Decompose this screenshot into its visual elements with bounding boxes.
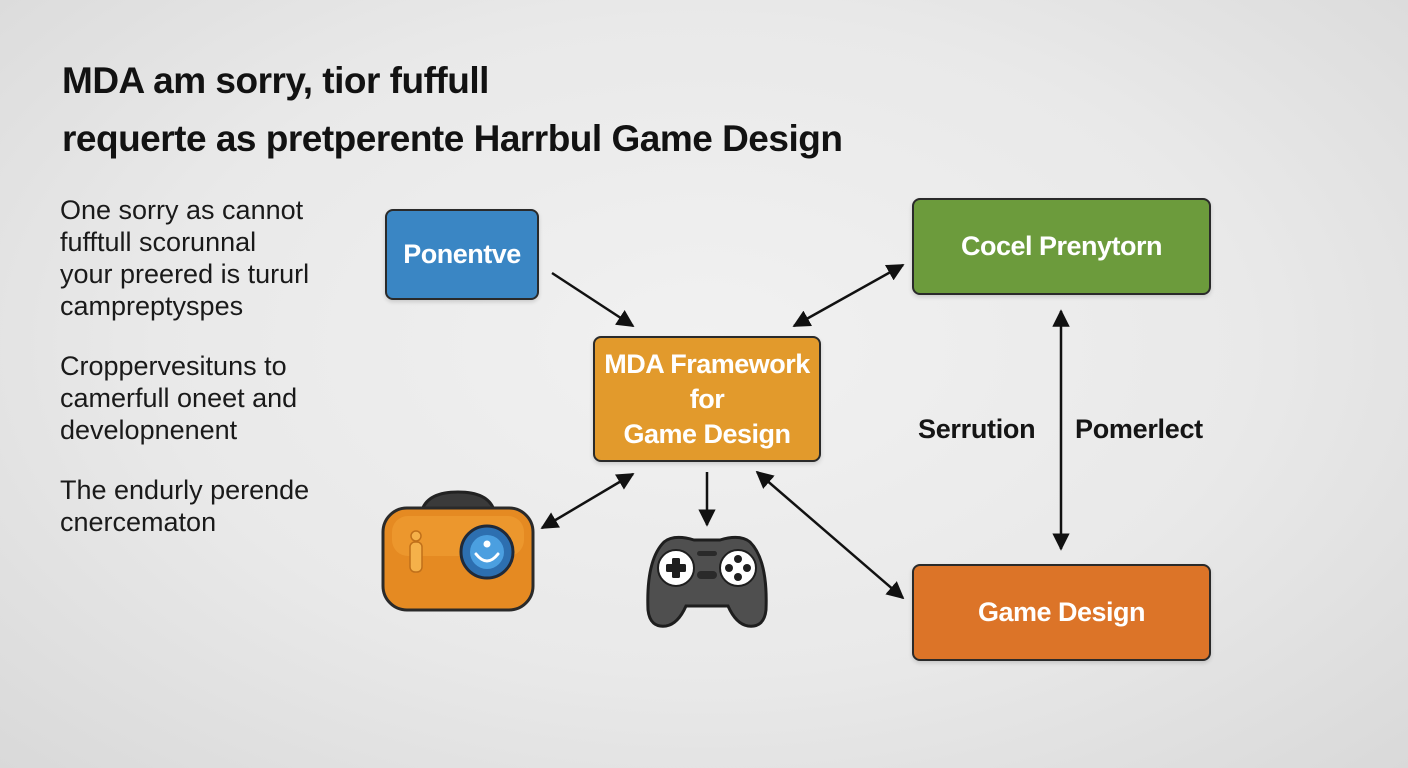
node-mda-line-3: Game Design xyxy=(623,418,791,449)
node-mda-line-1: MDA Framework xyxy=(604,348,810,379)
node-ponentve: Ponentve xyxy=(385,209,539,300)
side-line: Croppervesituns to xyxy=(60,351,287,381)
side-line: fufftull scorunnal xyxy=(60,227,257,257)
side-paragraph-1: One sorry as cannot fufftull scorunnal y… xyxy=(60,194,360,322)
gamepad-icon xyxy=(646,535,768,628)
arrow-ponentve-to-center xyxy=(551,271,635,328)
node-game-design-label: Game Design xyxy=(977,597,1146,627)
arrow-center-to-cocel xyxy=(792,263,905,328)
side-line: camerfull oneet and xyxy=(60,383,298,413)
arrow-center-to-handheld xyxy=(540,472,635,530)
arrow-center-to-game-design xyxy=(755,470,905,600)
node-cocel-prenytorn: Cocel Prenytorn xyxy=(912,198,1211,295)
title-line-2: requerte as pretperente Harrbul Game Des… xyxy=(62,118,843,159)
side-line: your preered is tururl xyxy=(60,259,310,289)
page-title: MDA am sorry, tior fuffull requerte as p… xyxy=(62,52,843,168)
node-mda-framework-text: MDA Framework for Game Design xyxy=(604,347,810,452)
edge-label-serrution: Serrution xyxy=(918,414,1036,444)
node-cocel-prenytorn-label: Cocel Prenytorn xyxy=(960,231,1163,261)
side-text: One sorry as cannot fufftull scorunnal y… xyxy=(60,194,360,566)
title-line-1: MDA am sorry, tior fuffull xyxy=(62,60,489,101)
handheld-console-icon xyxy=(381,490,535,612)
node-game-design: Game Design xyxy=(912,564,1211,661)
side-line: developnenent xyxy=(60,415,238,445)
side-paragraph-3: The endurly perende cnercematon xyxy=(60,474,360,538)
node-ponentve-label: Ponentve xyxy=(403,239,521,269)
side-line: cnercematon xyxy=(60,507,217,537)
side-line: campreptyspes xyxy=(60,291,244,321)
node-mda-line-2: for xyxy=(689,383,725,414)
side-line: The endurly perende xyxy=(60,475,310,505)
side-line: One sorry as cannot xyxy=(60,195,304,225)
edge-label-pomerlect: Pomerlect xyxy=(1075,414,1203,444)
node-mda-framework: MDA Framework for Game Design xyxy=(593,336,821,462)
side-paragraph-2: Croppervesituns to camerfull oneet and d… xyxy=(60,350,360,446)
